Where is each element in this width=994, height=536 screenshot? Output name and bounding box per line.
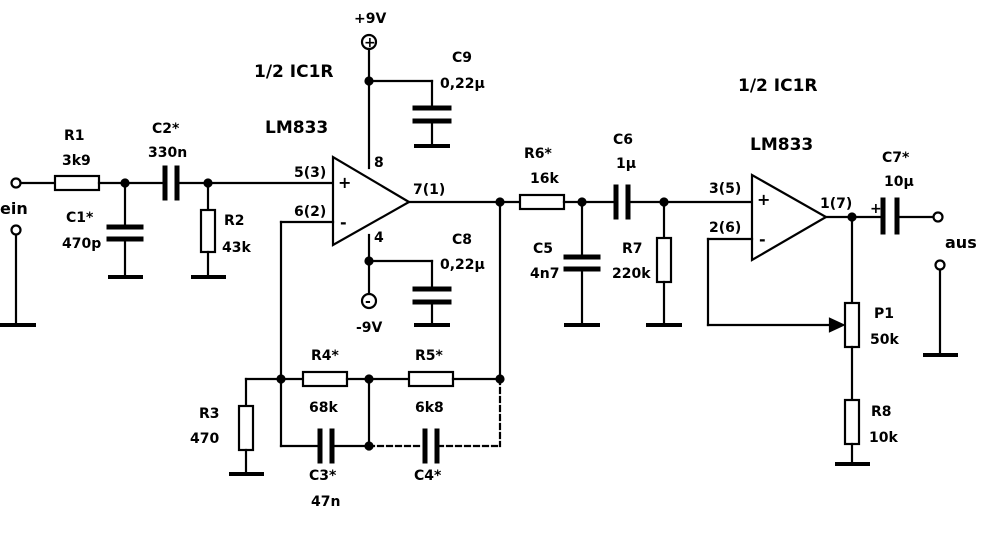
- r6-name: R6*: [524, 146, 553, 162]
- r4-name: R4*: [311, 348, 340, 364]
- supply-minus-symbol: -: [365, 294, 371, 310]
- opamp1-out-pin: 7(1): [413, 182, 445, 198]
- capacitor-c9: [412, 105, 452, 124]
- c5-name: C5: [533, 241, 553, 257]
- input-terminal: [10, 177, 22, 189]
- r3-value: 470: [190, 431, 219, 447]
- c7-polarity-sign: +: [870, 201, 882, 217]
- c7-value: 10µ: [884, 174, 914, 190]
- opamp1-plus-pin: 5(3): [294, 165, 326, 181]
- ic1-type: LM833: [265, 118, 328, 138]
- opamp2-minus-sign: -: [759, 230, 766, 249]
- input-label: ein: [0, 199, 28, 218]
- resistor-r5: [407, 370, 455, 388]
- supply-negative-terminal: [360, 292, 378, 310]
- supply-positive-label: +9V: [354, 11, 386, 27]
- opamp1-plus-sign: +: [338, 173, 351, 192]
- opamp2-plus-sign: +: [757, 190, 770, 209]
- input-ground-terminal: [10, 224, 22, 236]
- c2-name: C2*: [152, 121, 180, 137]
- c3-name: C3*: [309, 468, 337, 484]
- r1-value: 3k9: [62, 153, 91, 169]
- r2-value: 43k: [222, 240, 251, 256]
- r8-name: R8: [871, 404, 892, 420]
- c1-value: 470p: [62, 236, 101, 252]
- resistor-r4: [301, 370, 349, 388]
- r3-name: R3: [199, 406, 220, 422]
- c9-name: C9: [452, 50, 472, 66]
- r8-value: 10k: [869, 430, 898, 446]
- output-label: aus: [945, 233, 977, 252]
- resistor-r6: [518, 193, 566, 211]
- r5-name: R5*: [415, 348, 444, 364]
- supply-plus-symbol: +: [364, 35, 376, 51]
- c3-value: 47n: [311, 494, 340, 510]
- r2-name: R2: [224, 213, 245, 229]
- c9-value: 0,22µ: [440, 76, 485, 92]
- resistor-r2: [199, 208, 217, 254]
- opamp1-minus-pin: 6(2): [294, 204, 326, 220]
- ic2-title: 1/2 IC1R: [738, 76, 818, 96]
- capacitor-c4: [422, 428, 440, 464]
- resistor-r3: [237, 404, 255, 452]
- r5-value: 6k8: [415, 400, 444, 416]
- p1-name: P1: [874, 306, 894, 322]
- capacitor-c2: [162, 165, 180, 201]
- capacitor-c7: [880, 197, 900, 235]
- opamp1-vminus-pin: 4: [374, 230, 384, 246]
- c5-value: 4n7: [530, 266, 559, 282]
- opamp-1: [331, 155, 412, 247]
- c6-value: 1µ: [616, 156, 636, 172]
- c7-name: C7*: [882, 150, 910, 166]
- c8-name: C8: [452, 232, 472, 248]
- c4-name: C4*: [414, 468, 442, 484]
- p1-value: 50k: [870, 332, 899, 348]
- wiper-arrow: [828, 317, 846, 333]
- r7-name: R7: [622, 241, 643, 257]
- opamp2-plus-pin: 3(5): [709, 181, 741, 197]
- resistor-r1: [53, 174, 101, 192]
- opamp2-minus-pin: 2(6): [709, 220, 741, 236]
- potentiometer-p1: [843, 301, 861, 349]
- c8-value: 0,22µ: [440, 257, 485, 273]
- c6-name: C6: [613, 132, 633, 148]
- capacitor-c8: [412, 286, 452, 305]
- opamp1-vplus-pin: 8: [374, 155, 384, 171]
- c2-value: 330n: [148, 145, 187, 161]
- capacitor-c1: [106, 224, 144, 242]
- r6-value: 16k: [530, 171, 559, 187]
- resistor-r7: [655, 236, 673, 284]
- ic1-title: 1/2 IC1R: [254, 62, 334, 82]
- opamp-2: [750, 173, 829, 262]
- output-terminal: [932, 211, 944, 223]
- capacitor-c3: [317, 428, 335, 464]
- r1-name: R1: [64, 128, 85, 144]
- c1-name: C1*: [66, 210, 94, 226]
- output-ground-terminal: [934, 259, 946, 271]
- capacitor-c5: [563, 254, 601, 272]
- ic2-type: LM833: [750, 135, 813, 155]
- r4-value: 68k: [309, 400, 338, 416]
- supply-negative-label: -9V: [356, 320, 383, 336]
- opamp1-minus-sign: -: [340, 213, 347, 232]
- opamp2-out-pin: 1(7): [820, 196, 852, 212]
- r7-value: 220k: [612, 266, 651, 282]
- capacitor-c6: [613, 184, 631, 220]
- resistor-r8: [843, 398, 861, 446]
